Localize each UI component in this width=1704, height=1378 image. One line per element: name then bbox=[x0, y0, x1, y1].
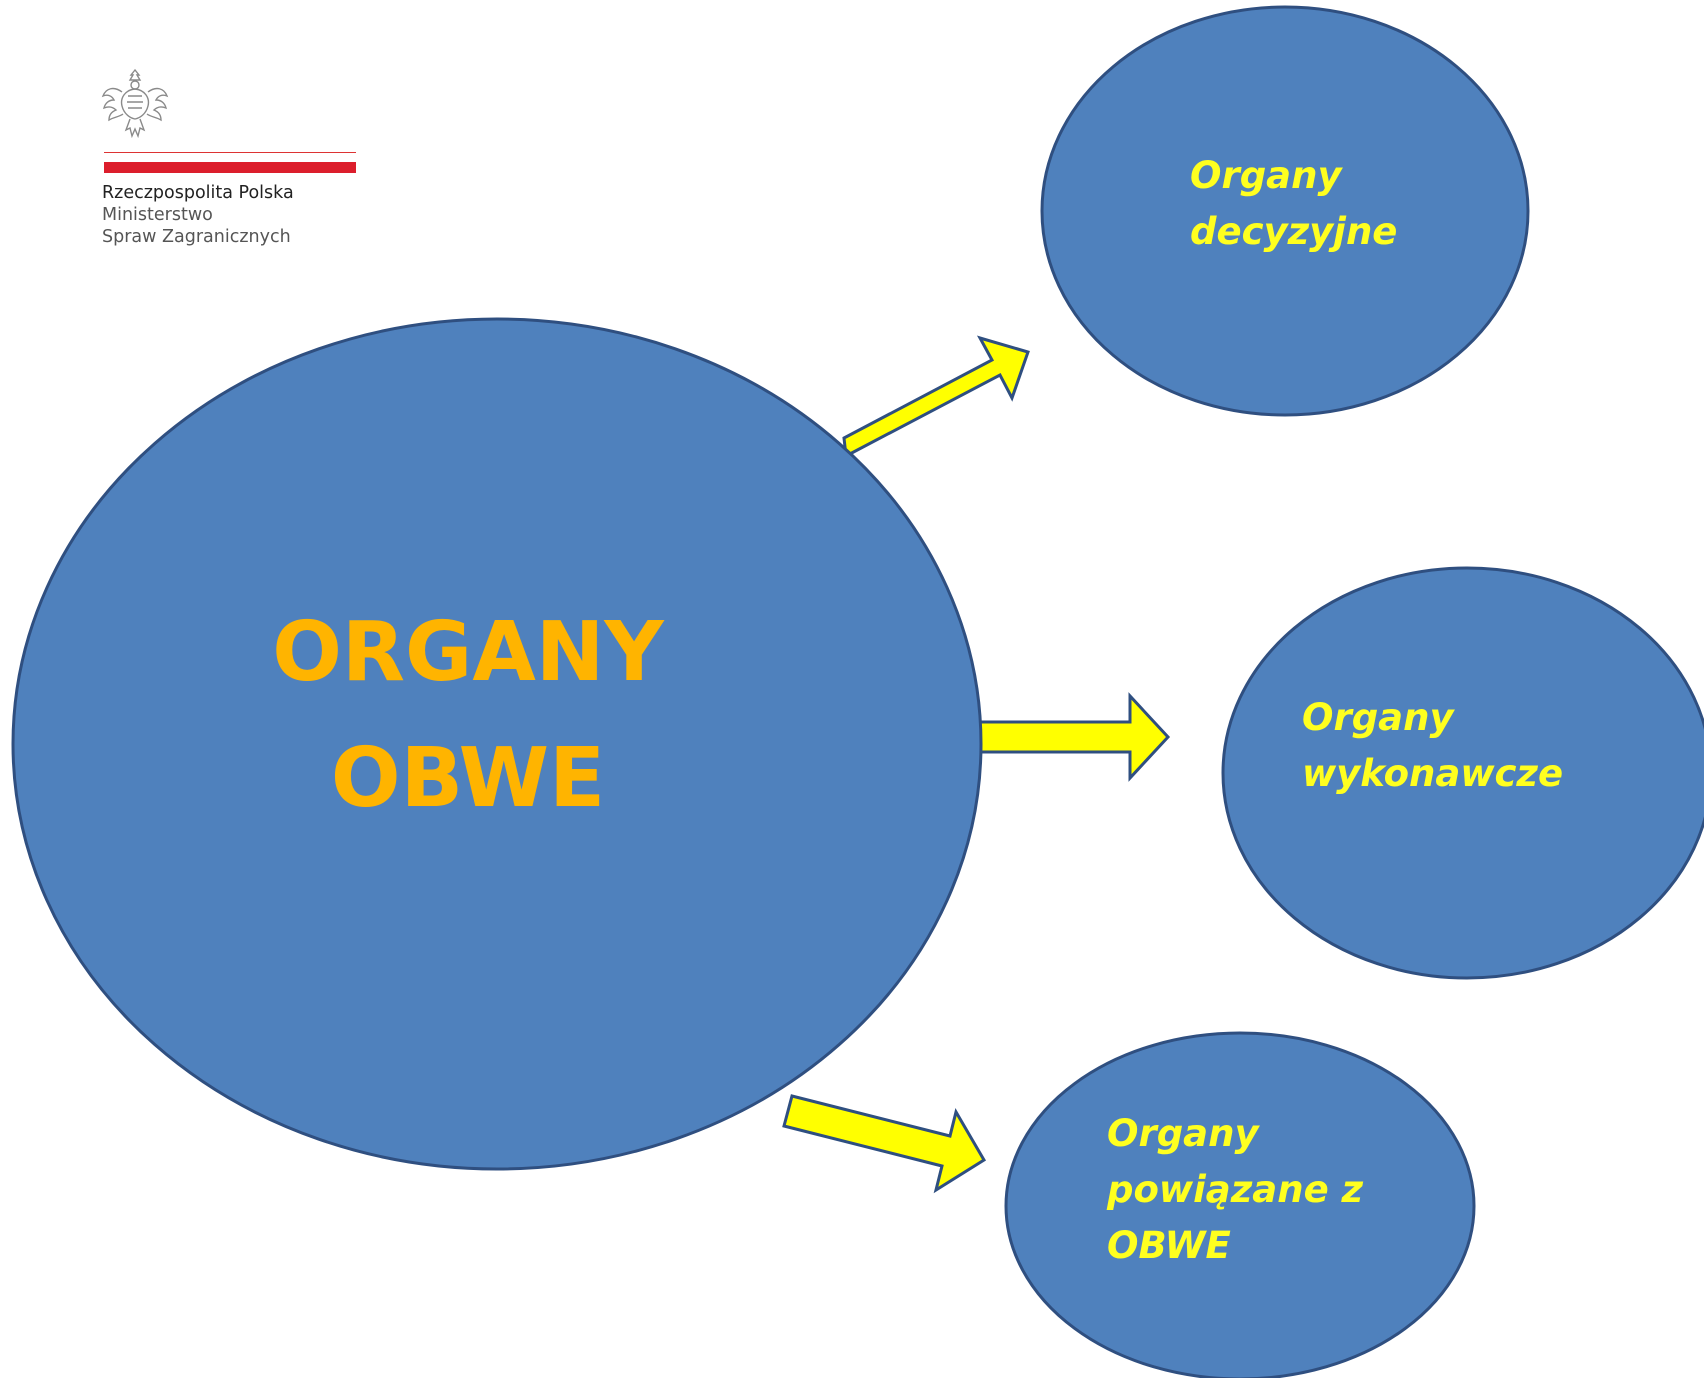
node-label-related: Organy powiązane z OBWE bbox=[1107, 1106, 1363, 1274]
arrow-middle bbox=[958, 692, 1171, 782]
logo-line-department: Spraw Zagranicznych bbox=[102, 227, 291, 247]
node-circle-decision bbox=[1040, 5, 1530, 417]
logo-red-bar bbox=[104, 162, 356, 173]
arrow-bottom bbox=[782, 1094, 987, 1194]
node-label-related-line3: OBWE bbox=[1107, 1224, 1231, 1267]
main-circle bbox=[11, 317, 983, 1171]
logo-line-ministry: Ministerstwo bbox=[102, 205, 213, 225]
node-label-decision-line1: Organy bbox=[1190, 154, 1342, 197]
node-label-decision-line2: decyzyjne bbox=[1190, 210, 1398, 253]
arrow-to-related bbox=[782, 1094, 987, 1194]
main-title-line2: OBWE bbox=[330, 731, 606, 826]
arrow-to-executive bbox=[958, 692, 1171, 782]
main-title: ORGANY OBWE bbox=[168, 590, 768, 842]
node-label-related-line1: Organy bbox=[1107, 1112, 1259, 1155]
node-label-decision: Organy decyzyjne bbox=[1190, 148, 1397, 260]
node-circle-related bbox=[1004, 1031, 1476, 1378]
polish-eagle-icon bbox=[101, 68, 169, 139]
logo-line-country: Rzeczpospolita Polska bbox=[102, 183, 294, 203]
node-circle-executive bbox=[1221, 566, 1704, 980]
ministry-name: Rzeczpospolita Polska Ministerstwo Spraw… bbox=[102, 182, 362, 248]
arrow-to-decision bbox=[842, 335, 1030, 459]
logo-thin-rule bbox=[104, 152, 356, 153]
node-label-executive: Organy wykonawcze bbox=[1302, 690, 1563, 802]
node-label-executive-line1: Organy bbox=[1302, 696, 1454, 739]
node-label-related-line2: powiązane z bbox=[1107, 1168, 1364, 1211]
node-label-executive-line2: wykonawcze bbox=[1302, 752, 1564, 795]
main-title-line1: ORGANY bbox=[272, 605, 664, 700]
arrow-top bbox=[842, 335, 1030, 459]
